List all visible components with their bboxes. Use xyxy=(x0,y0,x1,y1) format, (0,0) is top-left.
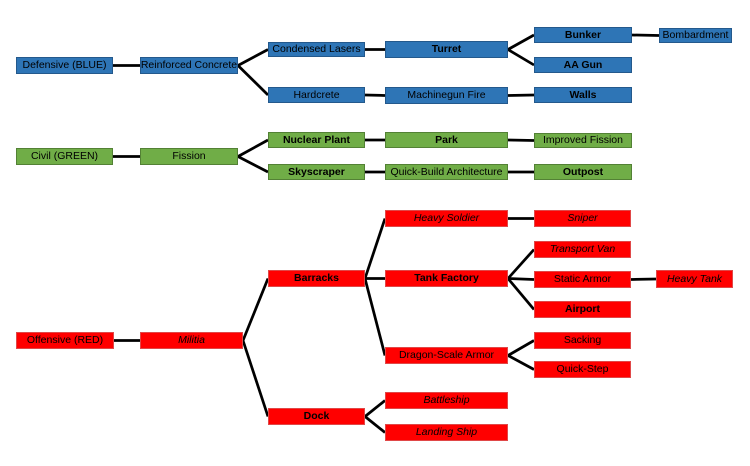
node-improved_fission: Improved Fission xyxy=(534,133,632,148)
edge-reinforced_concrete-to-hardcrete xyxy=(237,64,269,96)
node-static_armor: Static Armor xyxy=(534,271,631,288)
edge-fission-to-nuclear_plant xyxy=(237,138,269,158)
edge-hardcrete-to-machinegun_fire xyxy=(364,93,386,97)
edge-static_armor-to-heavy_tank xyxy=(630,277,657,281)
edge-dragon_scale_armor-to-sacking xyxy=(507,339,535,357)
edge-dragon_scale_armor-to-quick_step xyxy=(507,354,535,371)
edge-turret-to-aa_gun xyxy=(507,48,535,67)
node-walls: Walls xyxy=(534,87,632,103)
node-dock: Dock xyxy=(268,408,365,425)
node-transport_van: Transport Van xyxy=(534,241,631,258)
edge-barracks-to-dragon_scale_armor xyxy=(363,278,387,356)
node-quick_build_architecture: Quick-Build Architecture xyxy=(385,164,508,180)
edge-barracks-to-heavy_soldier xyxy=(363,218,387,279)
node-offensive: Offensive (RED) xyxy=(16,332,114,349)
edge-tank_factory-to-airport xyxy=(506,277,536,311)
edge-machinegun_fire-to-walls xyxy=(507,93,535,97)
node-hardcrete: Hardcrete xyxy=(268,87,365,103)
edge-dock-to-battleship xyxy=(364,399,386,418)
node-bunker: Bunker xyxy=(534,27,632,43)
edge-bunker-to-bombardment xyxy=(631,33,660,37)
edge-militia-to-dock xyxy=(241,340,270,417)
node-battleship: Battleship xyxy=(385,392,508,409)
node-tank_factory: Tank Factory xyxy=(385,270,508,287)
node-heavy_soldier: Heavy Soldier xyxy=(385,210,508,227)
node-quick_step: Quick-Step xyxy=(534,361,631,378)
edge-tank_factory-to-transport_van xyxy=(506,248,536,280)
node-bombardment: Bombardment xyxy=(659,28,732,43)
node-aa_gun: AA Gun xyxy=(534,57,632,73)
node-defensive: Defensive (BLUE) xyxy=(16,57,113,74)
edge-park-to-improved_fission xyxy=(507,138,535,142)
node-airport: Airport xyxy=(534,301,631,318)
node-turret: Turret xyxy=(385,41,508,58)
node-landing_ship: Landing Ship xyxy=(385,424,508,441)
edge-dock-to-landing_ship xyxy=(364,415,386,434)
node-machinegun_fire: Machinegun Fire xyxy=(385,87,508,104)
node-skyscraper: Skyscraper xyxy=(268,164,365,180)
node-sniper: Sniper xyxy=(534,210,631,227)
node-fission: Fission xyxy=(140,148,238,165)
node-heavy_tank: Heavy Tank xyxy=(656,270,733,288)
node-outpost: Outpost xyxy=(534,164,632,180)
edge-militia-to-barracks xyxy=(241,277,270,342)
node-dragon_scale_armor: Dragon-Scale Armor xyxy=(385,347,508,364)
edge-reinforced_concrete-to-condensed_lasers xyxy=(237,48,269,67)
node-barracks: Barracks xyxy=(268,270,365,287)
node-park: Park xyxy=(385,132,508,148)
node-sacking: Sacking xyxy=(534,332,631,349)
node-reinforced_concrete: Reinforced Concrete xyxy=(140,57,238,74)
edge-tank_factory-to-static_armor xyxy=(507,277,535,281)
edge-fission-to-skyscraper xyxy=(237,155,269,174)
node-condensed_lasers: Condensed Lasers xyxy=(268,42,365,57)
node-militia: Militia xyxy=(140,332,243,349)
node-nuclear_plant: Nuclear Plant xyxy=(268,132,365,148)
edge-turret-to-bunker xyxy=(507,33,535,51)
node-civil: Civil (GREEN) xyxy=(16,148,113,165)
